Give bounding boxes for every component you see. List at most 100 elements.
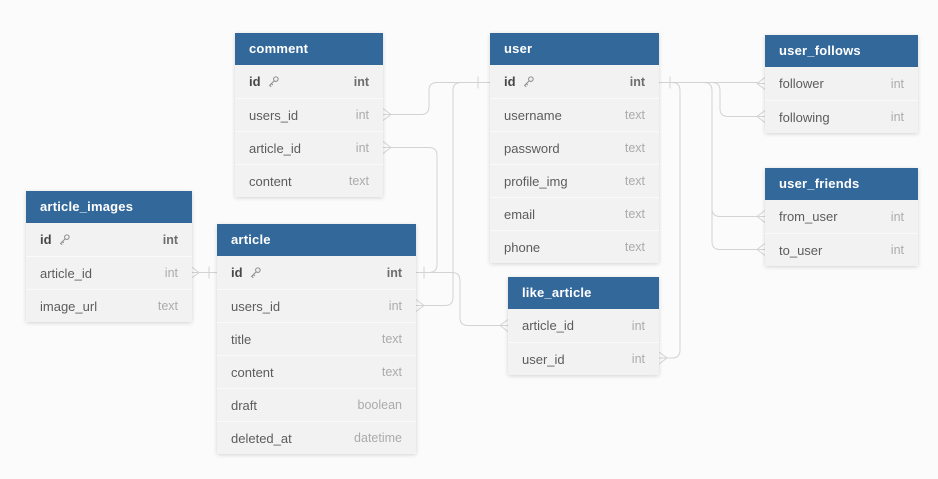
column-type: datetime (354, 431, 402, 445)
table-body: id int article_id int image_url text (26, 223, 192, 322)
table-row[interactable]: draft boolean (217, 388, 416, 421)
table-article_images[interactable]: article_images id int article_id int ima… (26, 191, 192, 322)
table-body: follower int following int (765, 67, 918, 133)
table-row[interactable]: article_id int (235, 131, 383, 164)
table-row[interactable]: title text (217, 322, 416, 355)
table-user[interactable]: user id int username text password text … (490, 33, 659, 263)
table-header[interactable]: user_follows (765, 35, 918, 67)
column-name: draft (231, 397, 258, 413)
table-row[interactable]: email text (490, 197, 659, 230)
column-name: article_id (40, 265, 93, 281)
column-name: profile_img (504, 173, 568, 189)
table-row[interactable]: following int (765, 100, 918, 133)
table-header[interactable]: article (217, 224, 416, 256)
primary-key-icon (267, 75, 280, 88)
table-name: user (504, 41, 533, 56)
column-type: int (355, 108, 369, 122)
primary-key-icon (522, 75, 535, 88)
table-header[interactable]: user (490, 33, 659, 65)
column-name: image_url (40, 298, 98, 314)
column-type: int (353, 74, 369, 89)
column-type: text (624, 141, 645, 155)
table-header[interactable]: comment (235, 33, 383, 65)
table-row[interactable]: image_url text (26, 289, 192, 322)
column-type: int (162, 232, 178, 247)
column-name: title (231, 331, 252, 347)
column-type: boolean (357, 398, 403, 412)
table-name: comment (249, 41, 309, 56)
table-row[interactable]: article_id int (26, 256, 192, 289)
column-name: article_id (249, 140, 302, 156)
column-type: int (164, 266, 178, 280)
column-name: id (249, 74, 261, 89)
table-row[interactable]: user_id int (508, 342, 659, 375)
column-name: email (504, 206, 536, 222)
table-row[interactable]: content text (235, 164, 383, 197)
column-type: text (624, 240, 645, 254)
relationship-article-users_id-user-id (415, 82, 490, 312)
table-name: user_follows (779, 43, 861, 58)
table-article[interactable]: article id int users_id int title text c… (217, 224, 416, 454)
table-row[interactable]: profile_img text (490, 164, 659, 197)
column-type: text (348, 174, 369, 188)
relationship-like_article-user_id-user-id (658, 82, 681, 365)
column-name: phone (504, 239, 541, 255)
table-user_friends[interactable]: user_friends from_user int to_user int (765, 168, 918, 266)
column-type: int (386, 265, 402, 280)
column-name: deleted_at (231, 430, 292, 446)
table-header[interactable]: article_images (26, 191, 192, 223)
table-body: id int users_id int article_id int conte… (235, 65, 383, 197)
table-user_follows[interactable]: user_follows follower int following int (765, 35, 918, 133)
column-name: article_id (522, 318, 575, 333)
primary-key-icon (249, 266, 262, 279)
column-name: users_id (249, 107, 299, 123)
column-type: text (624, 207, 645, 221)
table-row[interactable]: phone text (490, 230, 659, 263)
relationship-user_follows-following-user-id (711, 82, 766, 123)
table-header[interactable]: like_article (508, 277, 659, 309)
table-row[interactable]: password text (490, 131, 659, 164)
table-row[interactable]: username text (490, 98, 659, 131)
column-type: int (355, 141, 369, 155)
table-row[interactable]: article_id int (508, 309, 659, 342)
table-row[interactable]: from_user int (765, 200, 918, 233)
table-header[interactable]: user_friends (765, 168, 918, 200)
relationship-user_friends-to_user-user-id (703, 82, 766, 256)
table-row[interactable]: users_id int (217, 289, 416, 322)
table-row[interactable]: id int (490, 65, 659, 98)
table-row[interactable]: content text (217, 355, 416, 388)
relationship-article_images-article_id-article-id (190, 266, 217, 279)
column-type: int (631, 318, 645, 333)
column-type: text (624, 174, 645, 188)
column-name: username (504, 107, 562, 123)
relationship-user_friends-from_user-user-id (711, 208, 766, 223)
relationship-like_article-article_id-article-id (416, 272, 509, 332)
relationship-user_follows-follower-user-id (659, 77, 766, 90)
column-type: int (890, 209, 904, 224)
table-body: id int users_id int title text content t… (217, 256, 416, 454)
column-name: follower (779, 76, 824, 91)
column-type: int (890, 243, 904, 257)
column-name: from_user (779, 209, 838, 224)
column-type: int (388, 299, 402, 313)
table-row[interactable]: to_user int (765, 233, 918, 266)
table-row[interactable]: users_id int (235, 98, 383, 131)
table-row[interactable]: id int (217, 256, 416, 289)
table-like_article[interactable]: like_article article_id int user_id int (508, 277, 659, 375)
table-row[interactable]: deleted_at datetime (217, 421, 416, 454)
table-body: from_user int to_user int (765, 200, 918, 266)
column-name: id (40, 232, 52, 247)
table-name: article (231, 232, 271, 247)
table-name: like_article (522, 285, 592, 300)
table-row[interactable]: id int (26, 223, 192, 256)
column-type: text (157, 299, 178, 313)
table-name: article_images (40, 199, 134, 214)
table-body: id int username text password text profi… (490, 65, 659, 263)
table-row[interactable]: id int (235, 65, 383, 98)
table-name: user_friends (779, 176, 860, 191)
column-name: user_id (522, 351, 565, 367)
table-comment[interactable]: comment id int users_id int article_id i… (235, 33, 383, 197)
table-row[interactable]: follower int (765, 67, 918, 100)
